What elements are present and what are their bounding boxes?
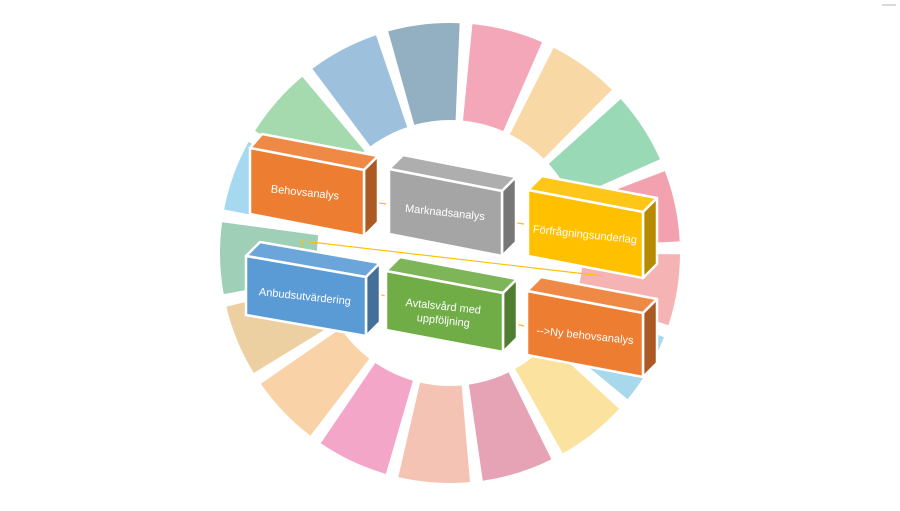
ring-segment xyxy=(260,328,370,436)
box-front-face xyxy=(384,269,505,354)
step-anbudsutvardering: Anbudsutvärdering xyxy=(244,240,382,338)
ring-segment xyxy=(320,363,413,474)
ring-segment xyxy=(515,343,620,454)
box-side-face xyxy=(641,297,659,379)
step-ny-behovsanalys: -->Ny behovsanalys xyxy=(525,275,659,379)
box-front-face xyxy=(248,146,366,238)
box-front-face xyxy=(244,254,368,338)
step-forfragningsunderlag: Förfrågningsunderlag xyxy=(526,174,659,280)
step-marknadsanalys: Marknadsanalys xyxy=(387,153,518,258)
box-front-face xyxy=(387,167,504,258)
ring-segment xyxy=(468,372,552,481)
box-front-face xyxy=(526,188,645,280)
ring-segment xyxy=(509,47,612,159)
ring-segment xyxy=(463,24,542,132)
connector-line xyxy=(301,240,604,277)
step-behovsanalys: Behovsanalys xyxy=(248,132,380,238)
box-side-face xyxy=(364,261,382,338)
box-side-face xyxy=(362,154,380,238)
step-avtalsvard: Avtalsvård med uppföljning xyxy=(384,255,519,354)
box-side-face xyxy=(641,196,659,280)
box-side-face xyxy=(500,175,518,258)
box-side-face xyxy=(501,277,519,354)
ring-segment xyxy=(388,22,460,125)
ring-segment xyxy=(312,35,408,147)
box-front-face xyxy=(525,289,645,379)
ring-segment xyxy=(398,382,470,483)
ring-segment xyxy=(548,99,660,199)
corner-mark xyxy=(882,4,896,6)
